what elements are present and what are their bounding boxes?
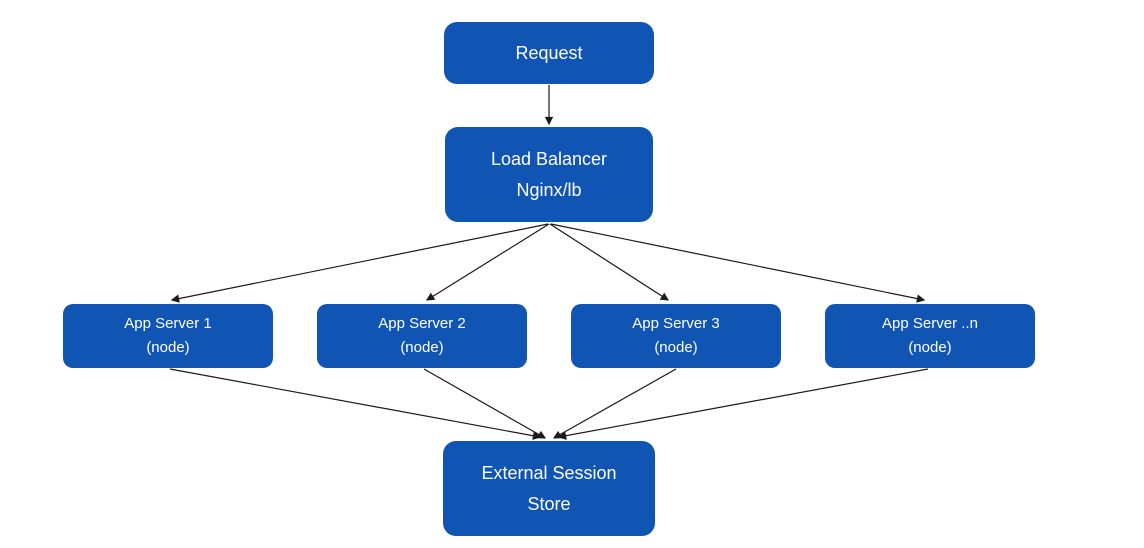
edge-app-server-2-to-session-store [423, 368, 547, 439]
edge-load-balancer-to-app-server-2 [425, 223, 550, 301]
node-app-server-3-label: App Server 3 (node) [632, 315, 720, 356]
node-load-balancer: Load Balancer Nginx/lb [445, 127, 653, 222]
node-app-server-n-label: App Server ..n (node) [882, 315, 978, 356]
edge-app-server-1-to-session-store [169, 368, 542, 440]
node-app-server-3: App Server 3 (node) [571, 304, 781, 368]
node-session-store: External Session Store [443, 441, 655, 536]
node-request-label: Request [515, 42, 583, 63]
edge-load-balancer-to-app-server-n [550, 223, 926, 303]
edge-load-balancer-to-app-server-1 [170, 223, 549, 303]
node-app-server-1: App Server 1 (node) [63, 304, 273, 368]
node-session-store-label: External Session Store [481, 462, 617, 514]
edge-app-server-3-to-session-store [552, 368, 677, 439]
node-app-server-n: App Server ..n (node) [825, 304, 1035, 368]
edge-load-balancer-to-app-server-3 [549, 223, 670, 301]
edge-app-server-n-to-session-store [557, 368, 929, 440]
node-app-server-1-label: App Server 1 (node) [124, 315, 212, 356]
node-load-balancer-label: Load Balancer Nginx/lb [490, 148, 608, 200]
node-app-server-2: App Server 2 (node) [317, 304, 527, 368]
node-app-server-2-label: App Server 2 (node) [378, 315, 466, 356]
node-request: Request [444, 22, 654, 84]
